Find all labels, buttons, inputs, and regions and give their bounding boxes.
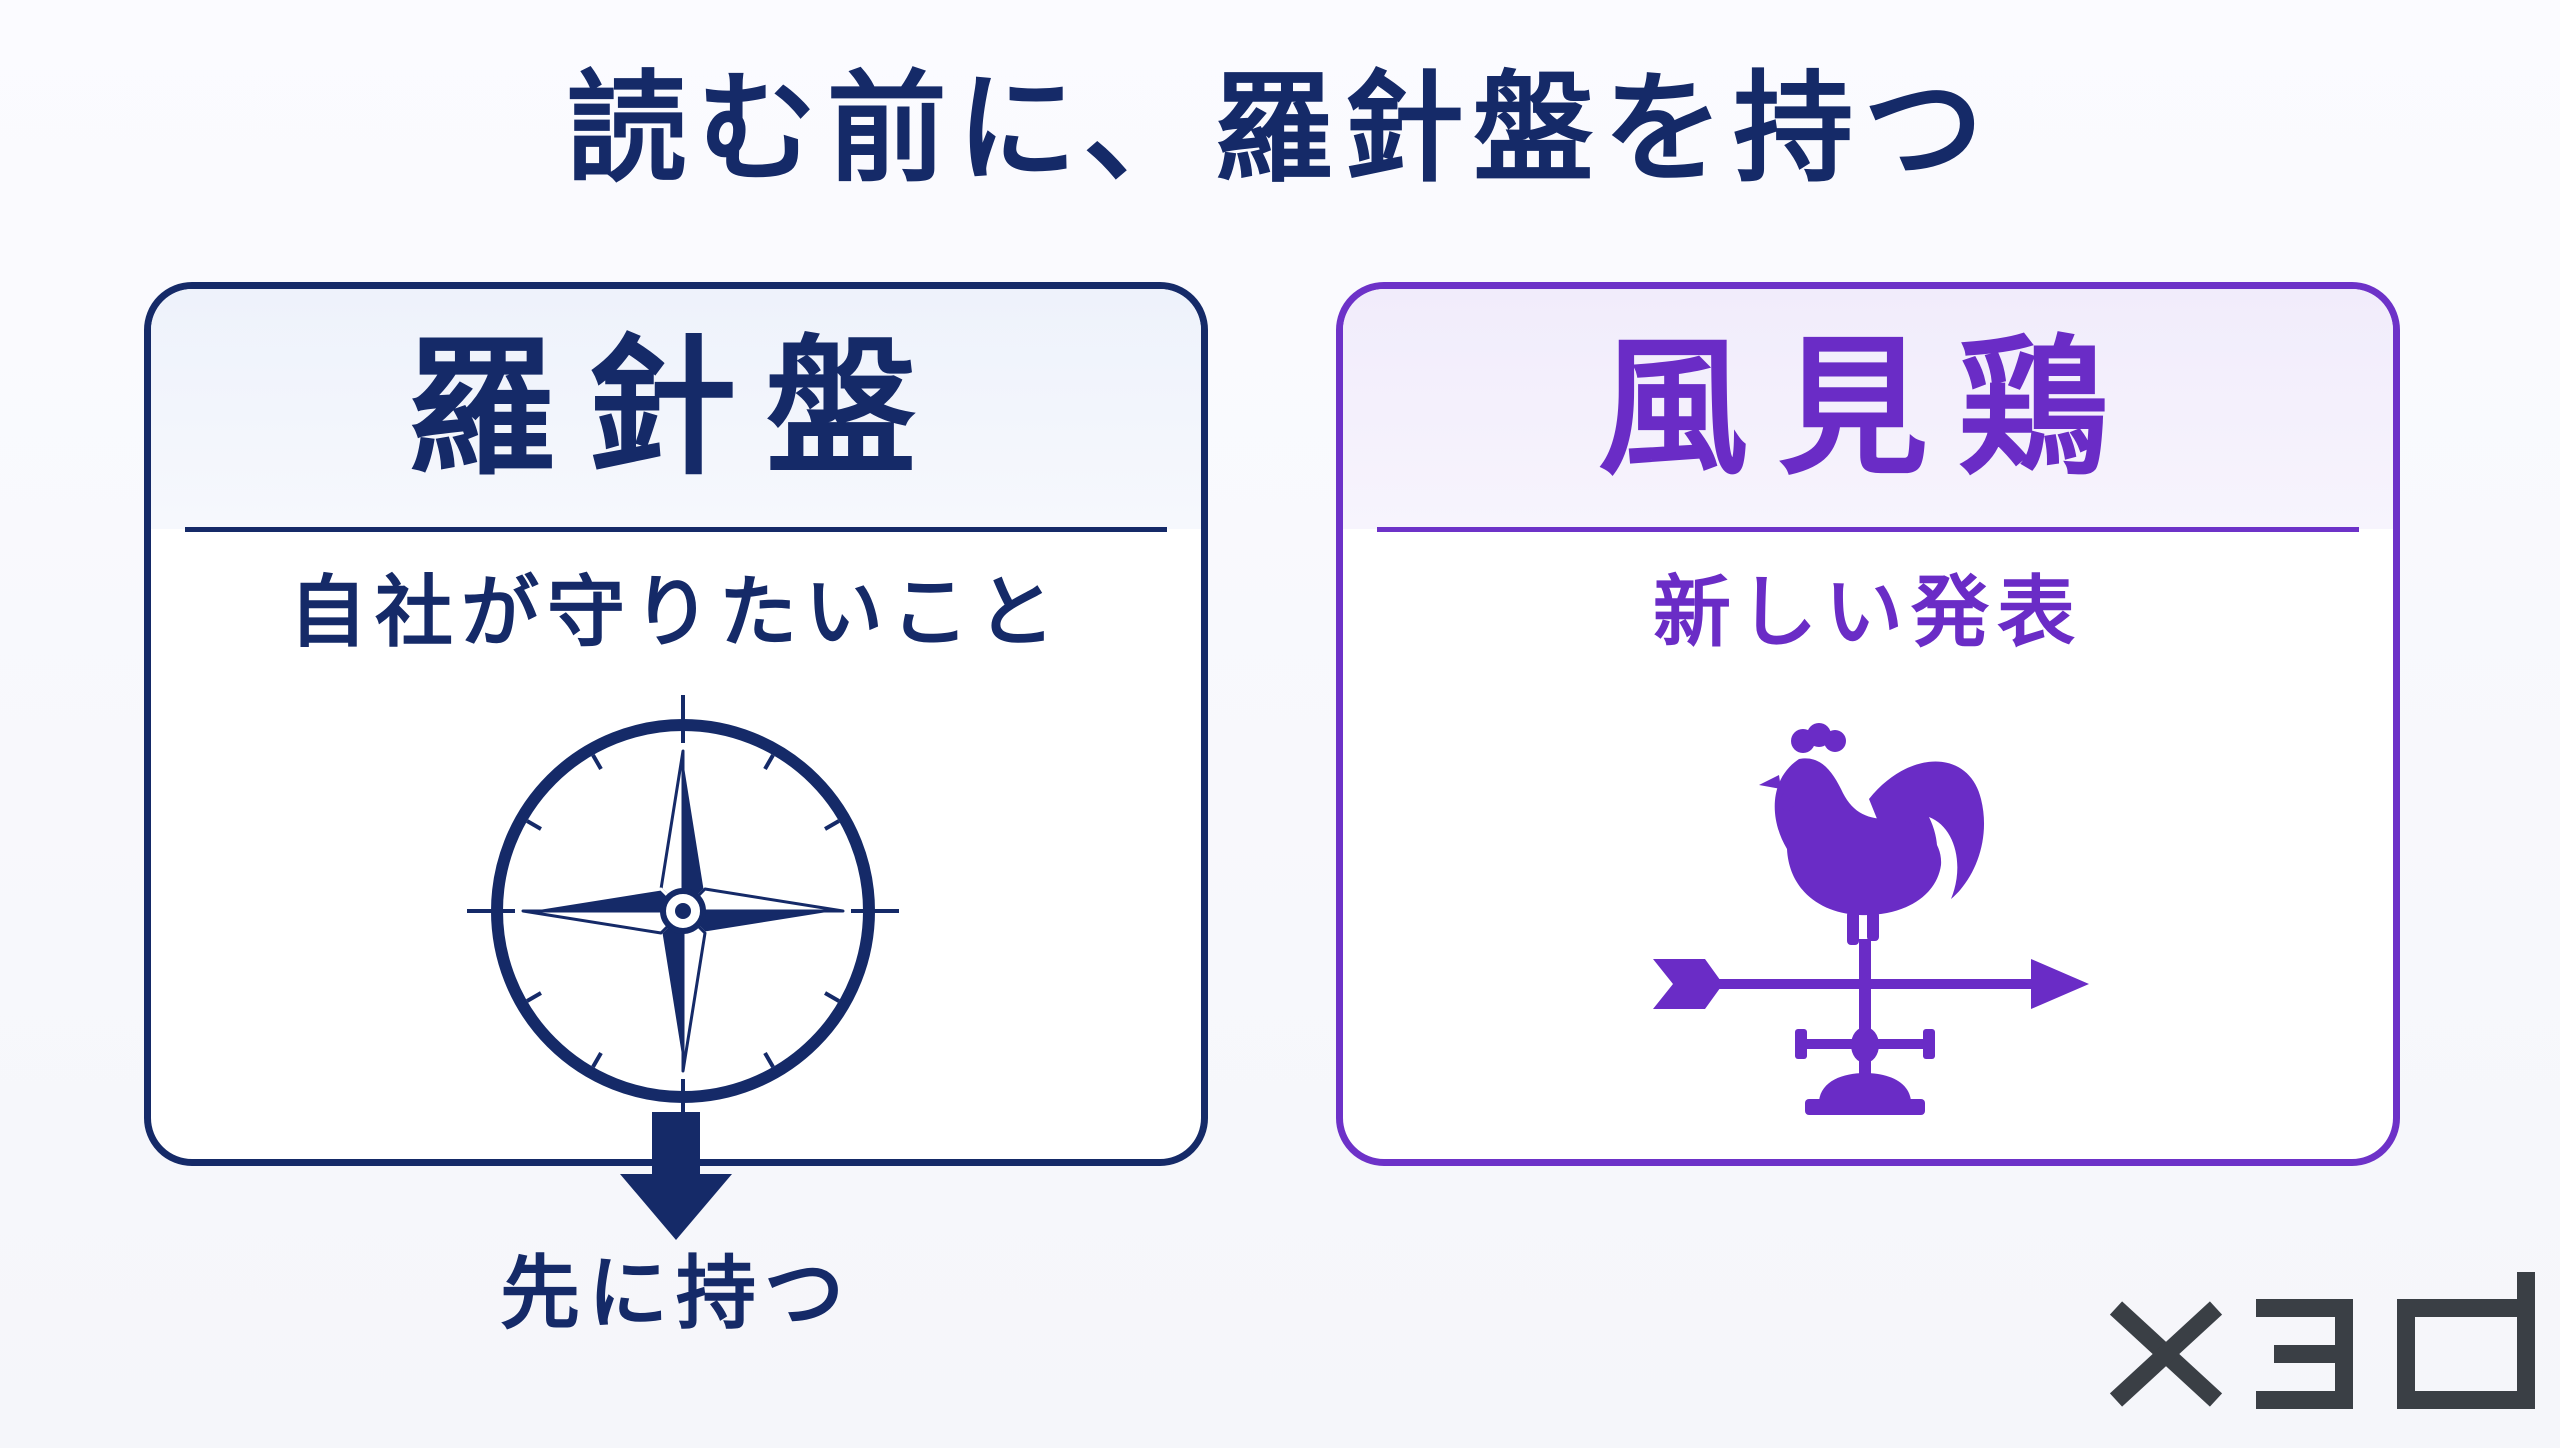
- arrow-caption: 先に持つ: [500, 1247, 852, 1340]
- weathervane-rooster-icon: [1653, 723, 2089, 1115]
- compass-rose-icon: [467, 695, 899, 1127]
- compass-card-subtitle: 自社が守りたいこと: [288, 568, 1063, 658]
- weathervane-card-header: [1343, 289, 2393, 529]
- page-title: 読む前に、羅針盤を持つ: [566, 60, 1994, 199]
- weathervane-card-subtitle: 新しい発表: [1652, 568, 2083, 658]
- weathervane-card-title: 風見鶏: [1597, 322, 2138, 496]
- arrow-down-icon: [620, 1112, 732, 1240]
- compass-card-title: 羅針盤: [405, 322, 946, 496]
- weathervane-card-divider: [1377, 527, 2359, 532]
- compass-card-divider: [185, 527, 1167, 532]
- x3d-logo: x3d: [2109, 1272, 2535, 1409]
- compass-card-header: [151, 289, 1201, 529]
- compass-card: 羅針盤 自社が守りたいこと: [144, 282, 1208, 1166]
- weathervane-card: 風見鶏 新しい発表: [1336, 282, 2400, 1166]
